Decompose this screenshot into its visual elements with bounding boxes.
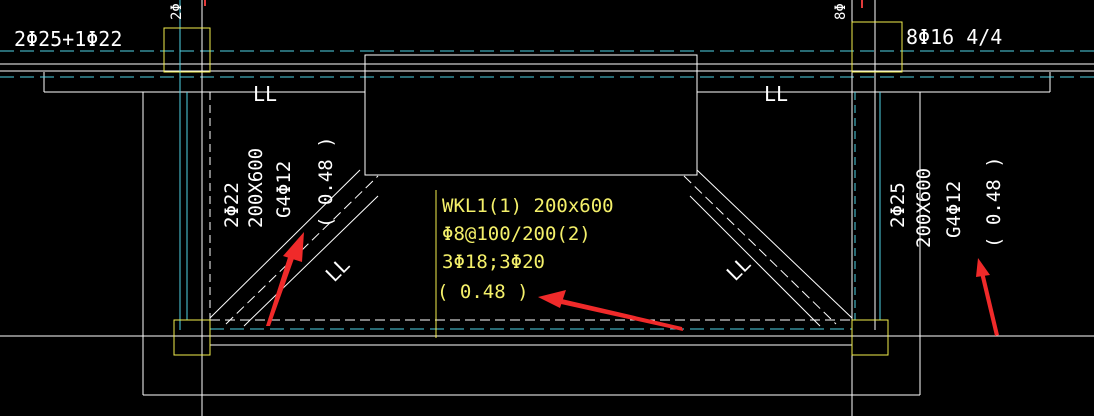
left-beam-top-rebar: 2Φ22 bbox=[221, 182, 243, 228]
arrow-icon bbox=[538, 290, 683, 331]
right-beam-top-rebar: 2Φ25 bbox=[887, 182, 909, 228]
beam-stirrup: Φ8@100/200(2) bbox=[442, 223, 591, 245]
beam-elevation: ( 0.48 ) bbox=[437, 281, 529, 303]
tiny-right-label: 8Φ bbox=[833, 3, 849, 20]
left-beam-value: ( 0.48 ) bbox=[315, 136, 337, 228]
beam-annotation-block: WKL1(1) 200x600 Φ8@100/200(2) 3Φ18;3Φ20 … bbox=[437, 195, 614, 303]
left-beam-annotation: 2Φ22 200X600 G4Φ12 ( 0.48 ) bbox=[221, 136, 337, 228]
beam-rebar: 3Φ18;3Φ20 bbox=[442, 251, 545, 273]
arrow-icon bbox=[976, 258, 999, 336]
ll-label-top-left: LL bbox=[253, 82, 277, 106]
right-beam-stirrup: G4Φ12 bbox=[943, 181, 965, 238]
left-beam-size: 200X600 bbox=[245, 148, 267, 228]
beam-name: WKL1(1) 200x600 bbox=[442, 195, 614, 217]
red-arrows bbox=[266, 232, 999, 336]
arrow-icon bbox=[266, 232, 304, 326]
top-beam-lines bbox=[0, 63, 1094, 93]
right-beam-value: ( 0.48 ) bbox=[983, 156, 1005, 248]
column-top-right bbox=[851, 21, 903, 73]
right-beam-size: 200X600 bbox=[913, 168, 935, 248]
cyan-axis-top bbox=[0, 50, 1094, 78]
columns bbox=[163, 21, 903, 356]
top-left-rebar-label: 2Φ25+1Φ22 bbox=[14, 27, 122, 51]
right-beam-annotation: 2Φ25 200X600 G4Φ12 ( 0.48 ) bbox=[887, 156, 1005, 248]
column-bottom-left bbox=[173, 319, 211, 356]
left-wall-lines bbox=[142, 0, 211, 416]
ll-label-top-right: LL bbox=[764, 82, 788, 106]
left-beam-stirrup: G4Φ12 bbox=[273, 161, 295, 218]
tiny-left-label: 2Φ bbox=[169, 3, 185, 20]
column-bottom-right bbox=[851, 319, 889, 356]
opening-outline bbox=[364, 54, 698, 176]
column-top-left bbox=[163, 27, 211, 73]
bottom-beam-lines bbox=[0, 319, 1094, 396]
top-right-rebar-label: 8Φ16 4/4 bbox=[906, 25, 1002, 49]
